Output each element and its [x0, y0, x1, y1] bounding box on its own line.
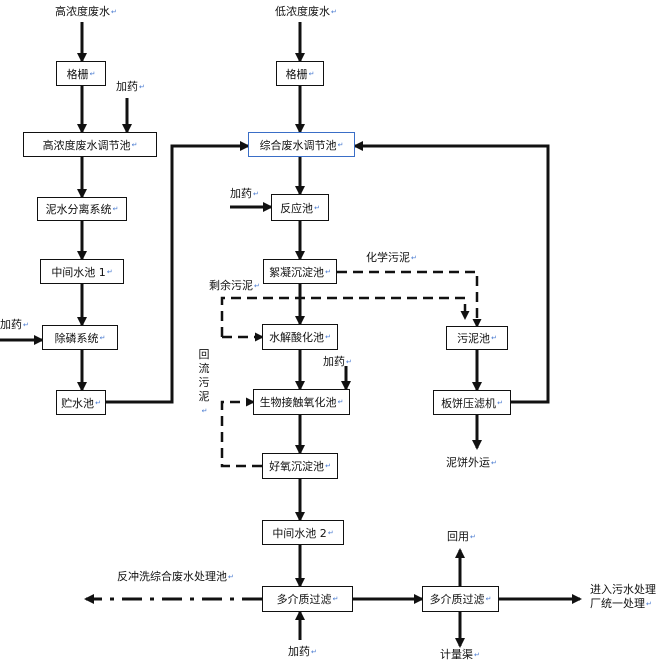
excess-sludge-label: 剩余污泥↵ [209, 279, 260, 292]
hydrolysis-tank-box: 水解酸化池↵ [262, 324, 338, 350]
combined-tank-box: 综合废水调节池↵ [248, 132, 355, 157]
chemical-sludge-label: 化学污泥↵ [366, 251, 417, 264]
filter-press-box: 板饼压滤机↵ [433, 390, 511, 415]
aerobic-settle-tank-box: 好氧沉淀池↵ [262, 453, 338, 479]
reaction-tank-box: 反应池↵ [271, 194, 329, 221]
dosing-label-1: 加药↵ [116, 80, 145, 93]
dosing-label-2: 加药↵ [0, 318, 29, 331]
p-removal-box: 除磷系统↵ [42, 325, 118, 350]
mid-tank-1-box: 中间水池 1↵ [40, 259, 124, 284]
dashed-return-sludge [220, 397, 262, 468]
dosing-label-3: 加药↵ [230, 187, 259, 200]
mud-sep-box: 泥水分离系统↵ [37, 197, 127, 221]
input-low-conc-water: 低浓度废水↵ [275, 5, 337, 18]
grid-right-box: 格栅↵ [276, 61, 324, 86]
backwash-label: 反冲洗综合废水处理池↵ [117, 570, 234, 583]
dosing-label-5: 加药↵ [288, 645, 317, 658]
storage-tank-box: 贮水池↵ [56, 390, 106, 415]
sludge-cake-out-label: 泥饼外运↵ [446, 456, 497, 469]
dashed-chemical-sludge [337, 270, 482, 328]
filter-right-box: 多介质过滤↵ [422, 586, 499, 612]
sludge-tank-box: 污泥池↵ [446, 326, 508, 350]
metering-channel-label: 计量渠↵ [440, 648, 480, 661]
filter-left-box: 多介质过滤↵ [262, 586, 353, 612]
arrow-press-to-combined-tank [353, 141, 550, 404]
mid-tank-2-box: 中间水池 2↵ [262, 520, 344, 545]
input-high-conc-water: 高浓度废水↵ [55, 5, 117, 18]
bio-contact-tank-box: 生物接触氧化池↵ [253, 389, 350, 415]
high-conc-tank-box: 高浓度废水调节池↵ [23, 132, 157, 157]
to-plant-label: 进入污水处理厂统一处理↵ [590, 583, 656, 610]
grid-left-box: 格栅↵ [56, 61, 106, 86]
coag-tank-box: 絮凝沉淀池↵ [263, 259, 337, 284]
dashed-excess-sludge [220, 296, 470, 337]
dosing-label-4: 加药↵ [323, 355, 352, 368]
reuse-label: 回用↵ [447, 530, 476, 543]
arrow-storage-to-combined-tank [106, 141, 250, 404]
return-sludge-label: 回流污泥↵ [198, 348, 210, 415]
